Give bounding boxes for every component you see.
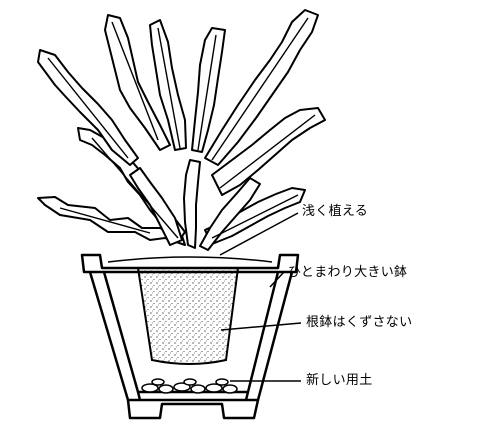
label-new-soil: 新しい用土 <box>306 373 373 388</box>
soil-surface <box>107 256 273 263</box>
plant-veins <box>47 17 316 239</box>
label-plant-shallow: 浅く植える <box>302 204 369 219</box>
pot <box>80 253 300 420</box>
drainage-pebbles <box>141 378 238 394</box>
leader-plant-shallow <box>219 212 299 256</box>
leader-root-ball <box>220 322 302 331</box>
leader-lines <box>219 212 302 382</box>
root-ball <box>136 267 240 365</box>
label-bigger-pot: ひとまわり大きい鉢 <box>288 265 408 280</box>
leader-bigger-pot <box>269 271 285 288</box>
label-root-ball: 根鉢はくずさない <box>306 315 413 330</box>
